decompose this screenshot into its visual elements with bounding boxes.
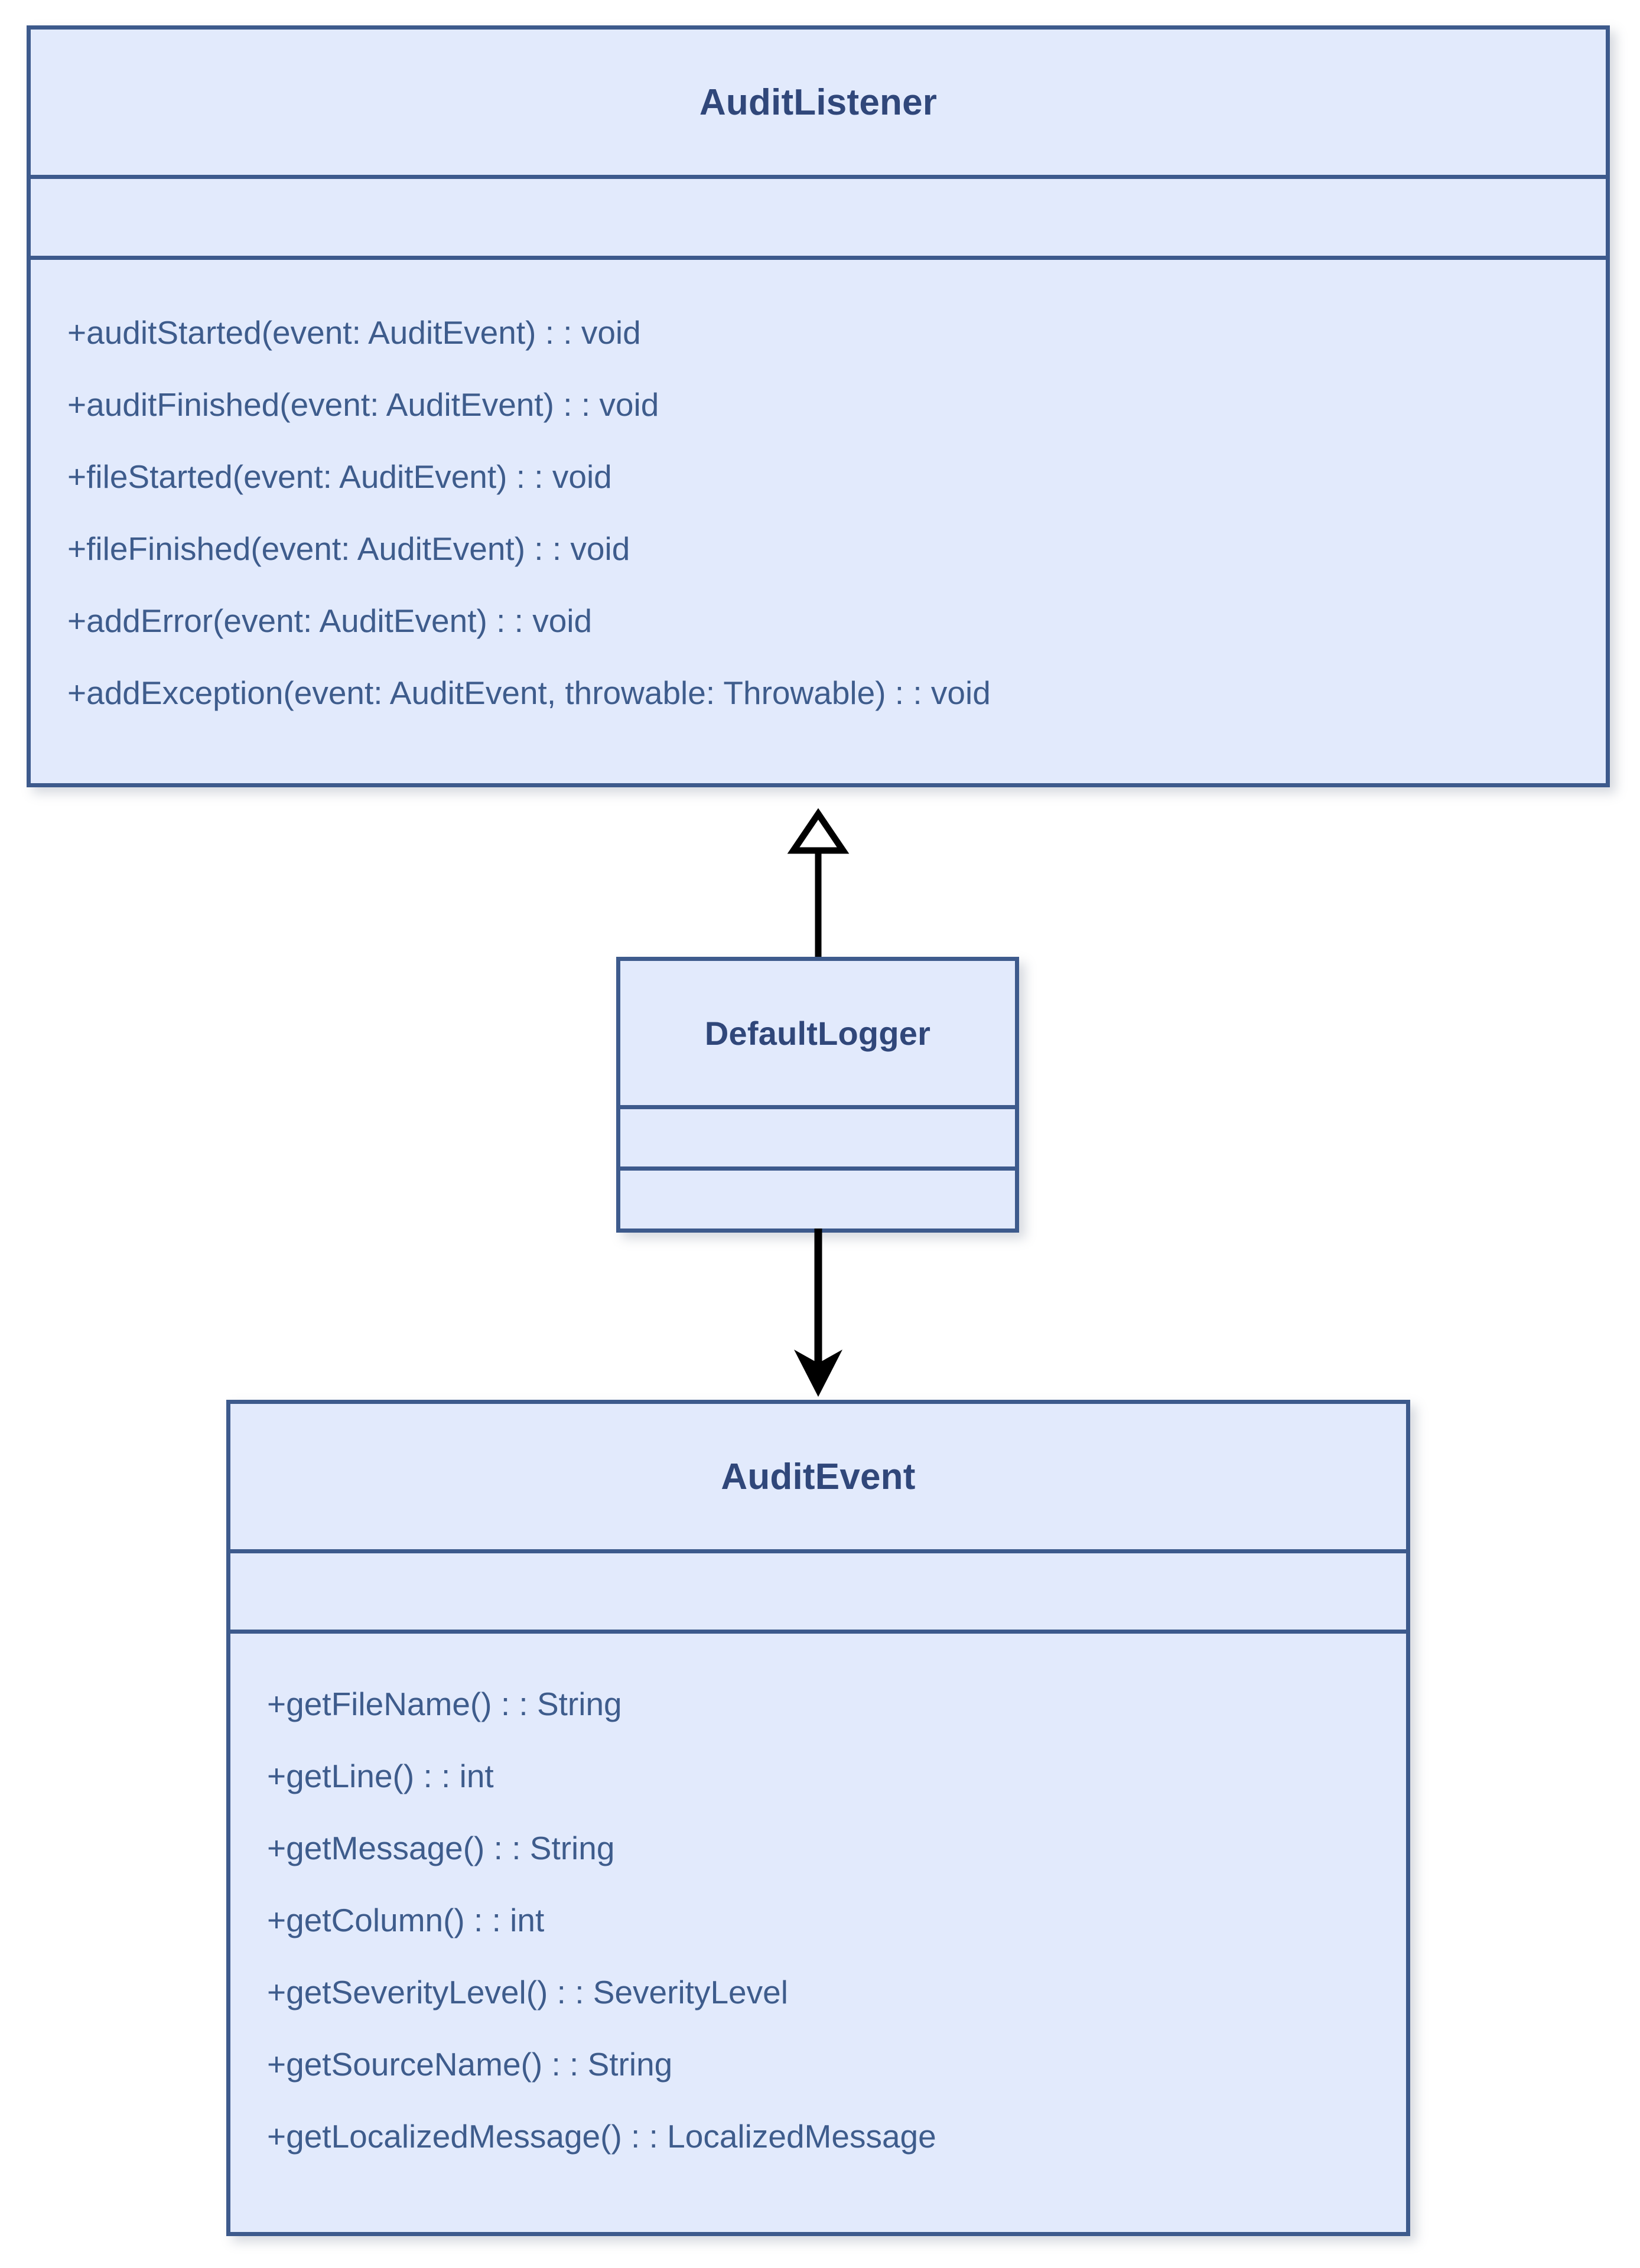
class-method-item: +getSourceName() : : String	[267, 2046, 673, 2083]
class-methods-audit-event: +getFileName() : : String +getLine() : :…	[230, 1634, 1406, 2172]
class-title-audit-listener: AuditListener	[31, 30, 1606, 179]
uml-class-default-logger[interactable]: DefaultLogger	[616, 957, 1019, 1233]
class-method-item: +fileFinished(event: AuditEvent) : : voi…	[67, 530, 630, 567]
class-title-audit-event: AuditEvent	[230, 1404, 1406, 1553]
class-attributes-default-logger	[620, 1109, 1015, 1171]
class-method-item: +getFileName() : : String	[267, 1686, 622, 1722]
uml-class-audit-event[interactable]: AuditEvent +getFileName() : : String +ge…	[226, 1400, 1410, 2236]
uml-class-audit-listener[interactable]: AuditListener +auditStarted(event: Audit…	[27, 25, 1610, 787]
class-method-item: +auditFinished(event: AuditEvent) : : vo…	[67, 386, 659, 423]
class-attributes-audit-listener	[31, 179, 1606, 260]
class-method-item: +getColumn() : : int	[267, 1902, 545, 1938]
class-methods-default-logger	[620, 1171, 1015, 1228]
class-method-item: +auditStarted(event: AuditEvent) : : voi…	[67, 314, 641, 351]
class-method-item: +getLine() : : int	[267, 1758, 494, 1794]
class-method-item: +getMessage() : : String	[267, 1830, 615, 1866]
class-method-item: +getSeverityLevel() : : SeverityLevel	[267, 1974, 788, 2010]
class-methods-audit-listener: +auditStarted(event: AuditEvent) : : voi…	[31, 260, 1606, 729]
generalization-arrow-icon	[787, 808, 850, 960]
class-attributes-audit-event	[230, 1553, 1406, 1634]
association-arrow-icon	[794, 1228, 842, 1397]
class-method-item: +fileStarted(event: AuditEvent) : : void	[67, 458, 612, 495]
class-method-item: +getLocalizedMessage() : : LocalizedMess…	[267, 2118, 936, 2155]
class-method-item: +addError(event: AuditEvent) : : void	[67, 602, 593, 639]
class-method-item: +addException(event: AuditEvent, throwab…	[67, 674, 991, 711]
class-title-default-logger: DefaultLogger	[620, 961, 1015, 1109]
